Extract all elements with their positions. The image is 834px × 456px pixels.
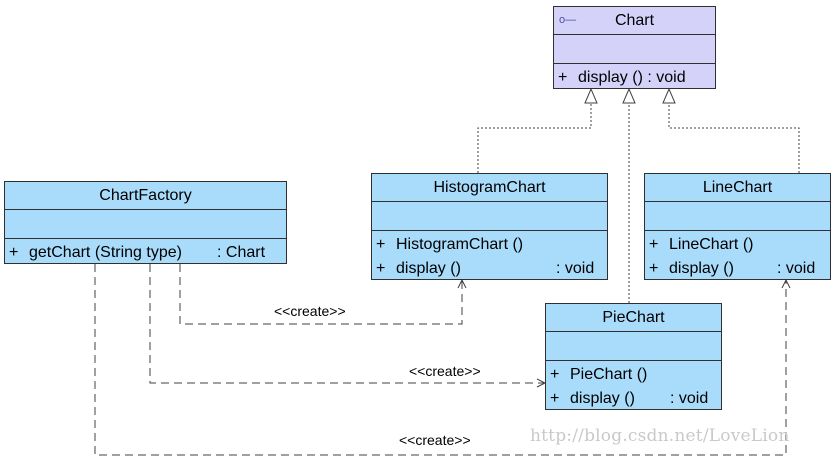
create-pie-label: <<create>> xyxy=(409,363,481,379)
operation-return-type: : void xyxy=(556,260,595,277)
class-chart-operations: + display () : void xyxy=(554,64,715,90)
interface-icon: o— xyxy=(559,14,577,26)
operation-row: + display () : void xyxy=(372,257,607,281)
operation-signature: getChart (String type) xyxy=(29,244,182,261)
operation-row: + PieChart () xyxy=(546,363,721,387)
class-histogram-chart[interactable]: HistogramChart + HistogramChart () + dis… xyxy=(371,173,608,280)
class-histogram-chart-header: HistogramChart xyxy=(372,174,607,202)
operation-return-type: : void xyxy=(670,390,709,407)
create-line-label: <<create>> xyxy=(399,432,471,448)
class-line-chart-operations: + LineChart () + display () : void xyxy=(645,231,830,281)
visibility-marker: + xyxy=(649,236,659,253)
realization-line-line xyxy=(668,103,800,173)
create-histogram-label: <<create>> xyxy=(274,303,346,319)
visibility-marker: + xyxy=(550,366,560,383)
class-chart[interactable]: o— Chart + display () : void xyxy=(553,6,716,89)
operation-signature: display () xyxy=(396,260,461,277)
create-line-line xyxy=(94,264,787,456)
operation-signature: display () xyxy=(669,260,734,277)
class-chart-name: Chart xyxy=(614,12,655,29)
visibility-marker: + xyxy=(649,260,659,277)
operation-signature: display () : void xyxy=(578,69,686,86)
class-chart-factory-operations: + getChart (String type) : Chart xyxy=(5,239,286,265)
class-pie-chart[interactable]: PieChart + PieChart () + display () : vo… xyxy=(545,303,722,410)
visibility-marker: + xyxy=(376,236,386,253)
create-pie-line xyxy=(149,264,545,384)
class-histogram-chart-operations: + HistogramChart () + display () : void xyxy=(372,231,607,281)
operation-signature: PieChart () xyxy=(570,366,648,383)
class-chart-header: o— Chart xyxy=(554,7,715,35)
operation-row: + LineChart () xyxy=(645,233,830,257)
realization-line-arrowhead xyxy=(662,87,676,104)
watermark-text: http://blog.csdn.net/LoveLion xyxy=(530,426,790,446)
operation-row: + display () : void xyxy=(645,257,830,281)
realization-histogram-line xyxy=(477,103,592,173)
visibility-marker: + xyxy=(550,390,560,407)
operation-signature: display () xyxy=(570,390,635,407)
visibility-marker: + xyxy=(376,260,386,277)
operation-signature: LineChart () xyxy=(669,236,754,253)
create-histogram-line xyxy=(179,264,463,325)
create-line-arrowhead xyxy=(781,278,791,289)
operation-row: + HistogramChart () xyxy=(372,233,607,257)
operation-row: + getChart (String type) : Chart xyxy=(5,241,286,265)
operation-row: + display () : void xyxy=(554,66,715,90)
class-line-chart-attributes xyxy=(645,202,830,231)
class-pie-chart-operations: + PieChart () + display () : void xyxy=(546,361,721,411)
class-line-chart-header: LineChart xyxy=(645,174,830,202)
operation-return-type: : Chart xyxy=(217,244,266,261)
realization-histogram-arrowhead xyxy=(584,87,598,104)
operation-row: + display () : void xyxy=(546,387,721,411)
class-chart-attributes xyxy=(554,35,715,64)
visibility-marker: + xyxy=(558,69,568,86)
visibility-marker: + xyxy=(9,244,19,261)
class-line-chart[interactable]: LineChart + LineChart () + display () : … xyxy=(644,173,831,280)
realization-pie-arrowhead xyxy=(622,87,636,104)
class-chart-factory-header: ChartFactory xyxy=(5,182,286,210)
class-line-chart-name: LineChart xyxy=(702,179,773,196)
class-histogram-chart-attributes xyxy=(372,202,607,231)
class-chart-factory[interactable]: ChartFactory + getChart (String type) : … xyxy=(4,181,287,264)
operation-return-type: : void xyxy=(777,260,816,277)
class-histogram-chart-name: HistogramChart xyxy=(433,179,546,196)
create-histogram-arrowhead xyxy=(457,278,467,289)
class-chart-factory-name: ChartFactory xyxy=(99,187,192,204)
operation-signature: HistogramChart () xyxy=(396,236,524,253)
class-pie-chart-header: PieChart xyxy=(546,304,721,332)
class-chart-factory-attributes xyxy=(5,210,286,239)
class-pie-chart-name: PieChart xyxy=(602,309,665,326)
class-pie-chart-attributes xyxy=(546,332,721,361)
